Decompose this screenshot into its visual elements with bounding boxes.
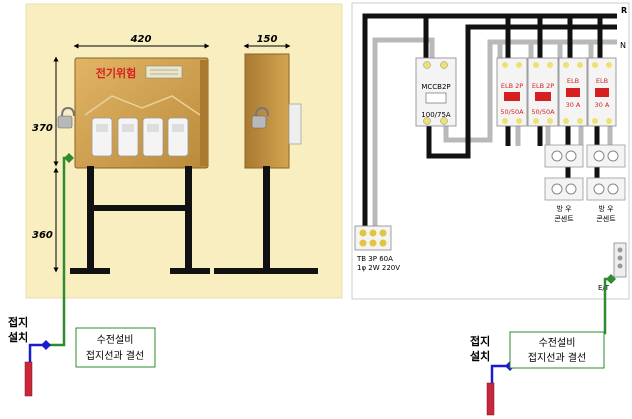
socket-cover bbox=[117, 117, 139, 157]
ground-callout-text: 수전설비 bbox=[539, 337, 576, 349]
elb-breaker: ELB 30 A bbox=[587, 57, 617, 127]
side-stand bbox=[214, 166, 318, 274]
ground-rod bbox=[486, 382, 495, 416]
outlet bbox=[586, 144, 626, 168]
elb-2p-breaker: ELB 2P 50/50A bbox=[496, 57, 528, 127]
socket-covers bbox=[91, 117, 189, 157]
outlet bbox=[586, 177, 626, 201]
socket-cover bbox=[91, 117, 113, 157]
dimension-height-lower: 360 bbox=[32, 230, 53, 241]
ground-callout-text: 접지선과 결선 bbox=[528, 352, 586, 364]
elb-2p-rating: 50/50A bbox=[531, 108, 555, 116]
ground-label: 설치 bbox=[470, 349, 490, 363]
padlock-icon bbox=[57, 106, 75, 129]
ground-callout-box bbox=[75, 327, 156, 368]
outlet-label: 콘센트 bbox=[554, 214, 574, 223]
earth-terminal: E/T bbox=[598, 242, 627, 292]
elb-2p-name: ELB 2P bbox=[501, 82, 523, 90]
left-ground-wiring: 접지 설치 수전설비 접지선과 결선 bbox=[8, 153, 156, 397]
outlet-label: 방 우 bbox=[598, 204, 614, 213]
right-ground-wiring: 접지 설치 수전설비 접지선과 결선 bbox=[470, 274, 616, 416]
ground-label: 접지 bbox=[470, 334, 490, 348]
side-cover bbox=[288, 103, 302, 145]
elb-rating: 30 A bbox=[566, 101, 581, 109]
outlet bbox=[544, 177, 584, 201]
padlock-icon bbox=[251, 106, 269, 129]
terminal-block-label: TB 3P 60A bbox=[356, 255, 393, 263]
ground-label: 설치 bbox=[8, 330, 28, 344]
side-cabinet bbox=[244, 53, 302, 169]
front-cabinet-edge bbox=[200, 60, 208, 166]
elb-2p-name: ELB 2P bbox=[532, 82, 554, 90]
socket-cover bbox=[167, 117, 189, 157]
danger-label: 전기위험 bbox=[96, 66, 136, 80]
terminal-block-label: 1φ 2W 220V bbox=[357, 264, 400, 272]
elb-name: ELB bbox=[596, 77, 608, 85]
ground-rod bbox=[24, 361, 33, 397]
mccb-name: MCCB2P bbox=[421, 83, 450, 91]
dimension-width-front: 420 bbox=[130, 34, 152, 45]
ground-callout-text: 수전설비 bbox=[97, 334, 134, 346]
socket-cover bbox=[142, 117, 164, 157]
bus-r-label: R bbox=[621, 6, 627, 15]
front-stand bbox=[70, 166, 210, 274]
neutral-wires bbox=[372, 37, 617, 232]
ground-label: 접지 bbox=[8, 315, 28, 329]
bus-n-label: N bbox=[620, 41, 626, 50]
ground-callout-text: 접지선과 결선 bbox=[86, 350, 144, 362]
front-cabinet: 전기위험 bbox=[57, 57, 209, 169]
dimension-height-upper: 370 bbox=[32, 123, 53, 134]
outlet-label: 콘센트 bbox=[596, 214, 616, 223]
elb-2p-rating: 50/50A bbox=[500, 108, 524, 116]
outlet-group: 방 우 콘센트 bbox=[586, 144, 626, 223]
elb-name: ELB bbox=[567, 77, 579, 85]
outlet bbox=[544, 144, 584, 168]
ground-callout-box bbox=[509, 331, 605, 369]
cabinet-photo-panel: 전기위험 bbox=[25, 3, 343, 299]
outlet-label: 방 우 bbox=[556, 204, 572, 213]
dimension-lines: 420 150 370 360 bbox=[32, 34, 291, 273]
nameplate bbox=[145, 65, 183, 79]
elb-2p-breaker: ELB 2P 50/50A bbox=[527, 57, 559, 127]
mccb-breaker: MCCB2P 100/75A bbox=[415, 57, 457, 127]
elb-breaker: ELB 30 A bbox=[558, 57, 588, 127]
mccb-rating: 100/75A bbox=[421, 111, 451, 119]
dimension-width-side: 150 bbox=[257, 34, 278, 45]
elb-rating: 30 A bbox=[595, 101, 610, 109]
outlet-group: 방 우 콘센트 bbox=[544, 144, 584, 223]
terminal-block: TB 3P 60A 1φ 2W 220V bbox=[354, 225, 400, 272]
wiring-diagram: R N bbox=[351, 2, 630, 300]
